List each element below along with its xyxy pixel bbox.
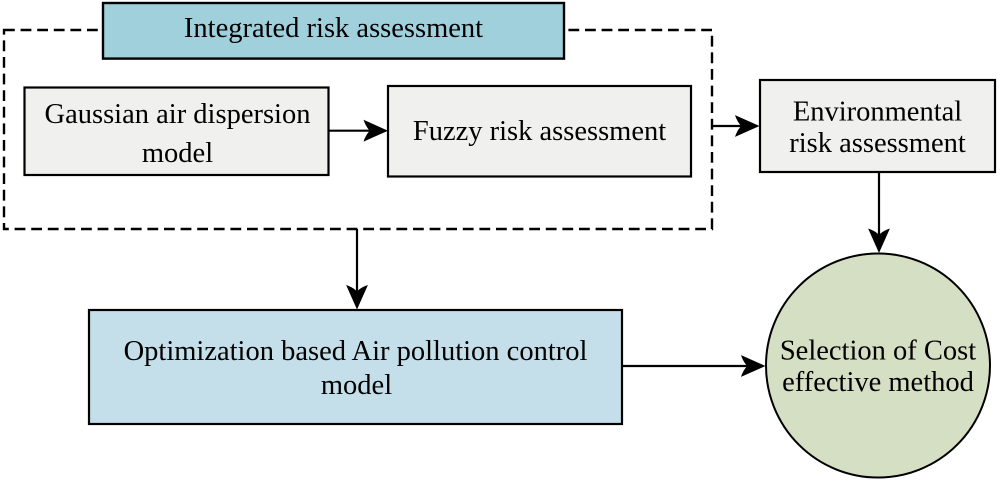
svg-text:Integrated risk assessment: Integrated risk assessment bbox=[184, 13, 483, 44]
svg-text:Environmental: Environmental bbox=[793, 96, 962, 127]
svg-text:Gaussian air dispersion: Gaussian air dispersion bbox=[45, 99, 311, 130]
svg-text:model: model bbox=[142, 138, 213, 169]
svg-text:Optimization based Air polluti: Optimization based Air pollution control bbox=[124, 336, 588, 367]
svg-text:risk assessment: risk assessment bbox=[789, 128, 966, 159]
svg-text:Selection of Cost: Selection of Cost bbox=[780, 336, 976, 367]
svg-text:model: model bbox=[321, 370, 392, 401]
svg-text:effective method: effective method bbox=[782, 367, 974, 398]
svg-text:Fuzzy risk assessment: Fuzzy risk assessment bbox=[413, 116, 666, 147]
